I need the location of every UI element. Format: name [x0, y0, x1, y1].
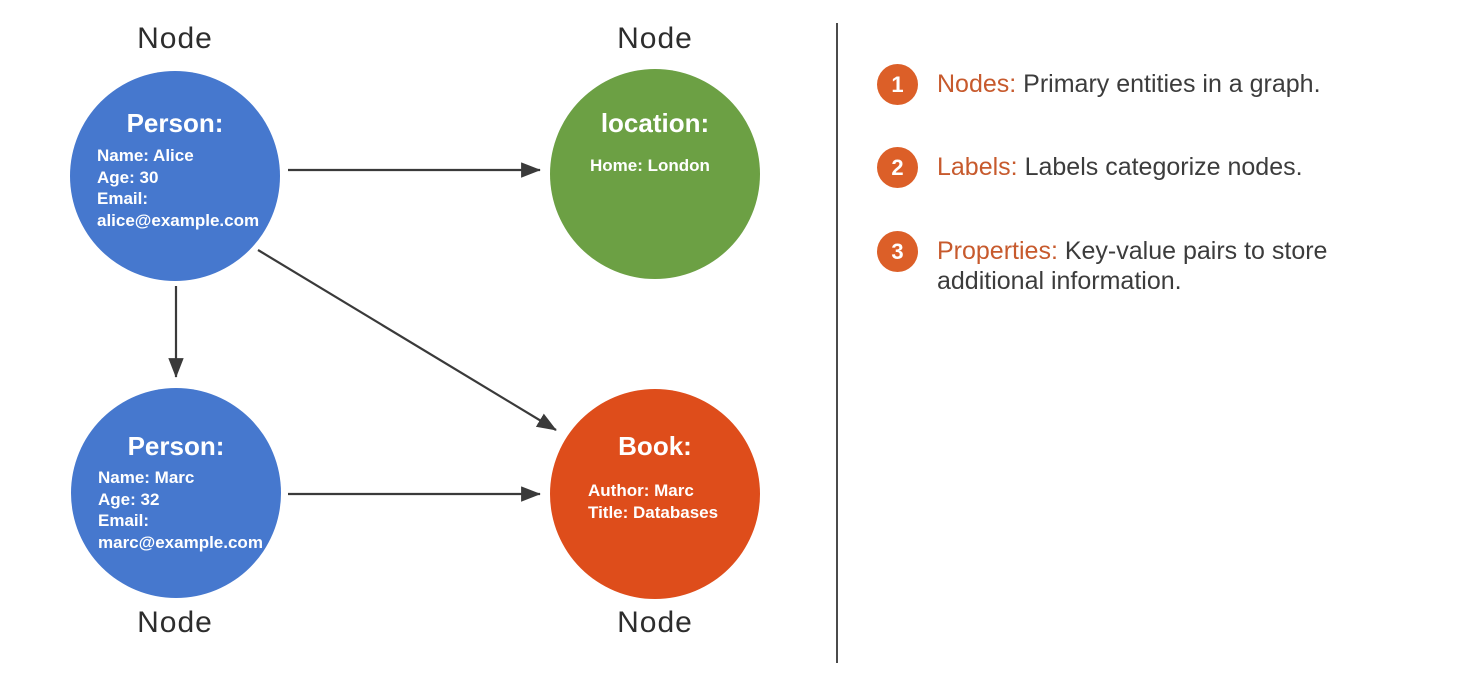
- legend-item-text: Labels: Labels categorize nodes.: [937, 147, 1379, 182]
- legend-item-title: Nodes:: [937, 70, 1017, 98]
- legend-item-text: Properties: Key-value pairs to store add…: [937, 231, 1379, 296]
- node-title: location:: [600, 108, 710, 138]
- node-title: Person:: [126, 108, 224, 138]
- node-property-line: alice@example.com: [97, 210, 260, 230]
- edge-alice-to-book: [257, 249, 557, 431]
- legend-item-text: Nodes: Primary entities in a graph.: [937, 64, 1379, 99]
- node-property-line: Email:: [98, 511, 150, 530]
- node-property-line: Title: Databases: [588, 502, 719, 522]
- legend-item-description: Key-value pairs to store additional info…: [937, 237, 1328, 295]
- node-property-line: Name: Alice: [97, 146, 194, 165]
- legend-item-description: Labels categorize nodes.: [1024, 153, 1303, 181]
- graph-node-book: Book: Author: Marc Title: Databases: [550, 389, 760, 599]
- node-properties: Name: Marc Age: 32 Email: marc@example.c…: [71, 467, 281, 553]
- graph-node-person-marc: Person: Name: Marc Age: 32 Email: marc@e…: [71, 388, 281, 598]
- node-properties: Name: Alice Age: 30 Email: alice@example…: [70, 145, 280, 231]
- node-caption-top-left: Node: [137, 22, 213, 55]
- node-properties: Home: London: [550, 155, 760, 177]
- node-properties: Author: Marc Title: Databases: [550, 480, 760, 523]
- node-property-line: Home: London: [590, 156, 710, 175]
- node-property-line: marc@example.com: [98, 532, 263, 552]
- legend-number-badge: 3: [877, 231, 918, 272]
- node-property-line: Name: Marc: [98, 468, 195, 487]
- node-property-line: Age: 32: [98, 489, 160, 509]
- legend-item-title: Properties:: [937, 237, 1058, 265]
- node-caption-bottom-left: Node: [137, 606, 213, 639]
- node-property-line: Age: 30: [97, 167, 159, 187]
- graph-node-location: location: Home: London: [550, 69, 760, 279]
- section-divider: [836, 23, 838, 663]
- node-caption-bottom-right: Node: [617, 606, 693, 639]
- node-property-line: Email:: [97, 189, 149, 208]
- legend-number-badge: 1: [877, 64, 918, 105]
- legend-item-description: Primary entities in a graph.: [1023, 70, 1321, 98]
- graph-node-person-alice: Person: Name: Alice Age: 30 Email: alice…: [70, 71, 280, 281]
- legend-number-badge: 2: [877, 147, 918, 188]
- legend-item-properties: 3 Properties: Key-value pairs to store a…: [877, 231, 1379, 296]
- legend-item-title: Labels:: [937, 153, 1018, 181]
- node-caption-top-right: Node: [617, 22, 693, 55]
- node-title: Person:: [127, 431, 225, 461]
- legend-item-nodes: 1 Nodes: Primary entities in a graph.: [877, 64, 1379, 105]
- node-title: Book:: [618, 431, 692, 461]
- legend-item-labels: 2 Labels: Labels categorize nodes.: [877, 147, 1379, 188]
- node-property-line: Author: Marc: [588, 481, 694, 500]
